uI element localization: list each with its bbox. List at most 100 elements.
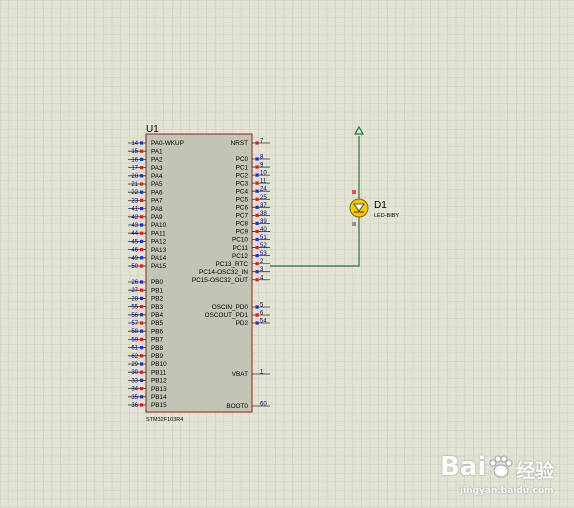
mcu-pin-marker <box>255 197 259 201</box>
mcu-pin-name: PA11 <box>151 230 166 237</box>
mcu-pin-name: OSCIN_PD0 <box>212 304 249 311</box>
mcu-pin-marker <box>140 231 144 235</box>
mcu-pin-marker <box>140 329 144 333</box>
mcu-pin-marker <box>255 313 259 317</box>
mcu-pin-number: 16 <box>131 157 138 163</box>
mcu-pin-number: 45 <box>131 239 138 245</box>
mcu-pin-marker <box>255 141 259 145</box>
led-reference-label: D1 <box>374 200 387 211</box>
mcu-pin-marker <box>140 337 144 341</box>
mcu-pin-number: 54 <box>260 319 267 325</box>
mcu-pin-name: PB15 <box>151 402 167 409</box>
mcu-pin-marker <box>255 165 259 169</box>
mcu-pin-marker <box>255 270 259 274</box>
mcu-pin-name: PB6 <box>151 328 164 335</box>
mcu-pin-marker <box>140 198 144 202</box>
mcu-pin-name: PB10 <box>151 361 167 368</box>
mcu-pin-marker <box>140 256 144 260</box>
mcu-pin-marker <box>255 305 259 309</box>
mcu-pin-marker <box>140 223 144 227</box>
mcu-pin-number: 36 <box>131 403 138 409</box>
mcu-pin-number: 38 <box>260 211 267 217</box>
mcu-pin-name: VBAT <box>232 371 248 378</box>
mcu-pin-name: PC8 <box>236 221 249 228</box>
mcu-pin-name: PA13 <box>151 247 167 254</box>
mcu-pin-marker <box>140 346 144 350</box>
mcu-pin-marker <box>140 403 144 407</box>
mcu-pin-marker <box>140 141 144 145</box>
mcu-body[interactable] <box>145 133 253 413</box>
mcu-pin-marker <box>255 189 259 193</box>
mcu-pin-marker <box>140 370 144 374</box>
mcu-pin-name: PA5 <box>151 181 163 188</box>
mcu-pin-name: PA10 <box>151 222 167 229</box>
mcu-pin-number: 28 <box>131 296 138 302</box>
mcu-pin-number: 34 <box>131 387 138 393</box>
mcu-pin-marker <box>140 149 144 153</box>
mcu-pin-number: 53 <box>260 251 267 257</box>
mcu-pin-marker <box>140 248 144 252</box>
mcu-pin-marker <box>255 181 259 185</box>
mcu-pin-marker <box>140 321 144 325</box>
mcu-pin-name: PA12 <box>151 239 167 246</box>
mcu-pin-marker <box>255 229 259 234</box>
mcu-pin-number: 1 <box>260 370 264 376</box>
wire-pc13-to-power[interactable] <box>270 136 360 267</box>
mcu-pin-name: BOOT0 <box>226 403 248 410</box>
mcu-pin-number: 40 <box>260 227 267 233</box>
mcu-pin-number: 44 <box>131 231 138 237</box>
mcu-pin-number: 62 <box>131 354 138 360</box>
mcu-pin-name: PC3 <box>236 180 249 187</box>
mcu-pin-number: 58 <box>131 329 138 335</box>
mcu-pin-name: PC13_RTC <box>215 261 248 268</box>
mcu-pin-number: 39 <box>260 219 267 225</box>
power-terminal-arrow-icon[interactable] <box>353 125 365 135</box>
mcu-pin-marker <box>255 237 259 242</box>
mcu-pin-name: PC6 <box>236 205 249 212</box>
mcu-pin-marker <box>140 207 144 211</box>
mcu-pin-name: PC1 <box>236 164 249 171</box>
mcu-pin-number: 14 <box>131 141 138 147</box>
mcu-pin-marker <box>255 173 259 177</box>
mcu-pin-number: 9 <box>260 163 264 169</box>
mcu-pin-number: 3 <box>260 267 264 273</box>
mcu-pin-name: PB13 <box>151 386 167 393</box>
led-part-label: LED-BIBY <box>374 213 399 219</box>
mcu-part-label: STM32F103R4 <box>146 417 183 423</box>
mcu-pin-name: PC10 <box>232 237 248 244</box>
mcu-pin-name: PB5 <box>151 320 164 327</box>
mcu-pin-number: 52 <box>260 243 267 249</box>
led-d1[interactable]: D1 LED-BIBY <box>349 190 399 226</box>
mcu-pin-marker <box>140 215 144 219</box>
mcu-pin-name: PA7 <box>151 198 163 205</box>
mcu-pin-name: PA14 <box>151 255 167 262</box>
mcu-pin-marker <box>140 280 144 284</box>
watermark-url: jingyan.baidu.com <box>460 486 554 496</box>
mcu-pin-name: PB14 <box>151 394 167 401</box>
mcu-pin-name: PC5 <box>236 196 249 203</box>
mcu-pin-number: 50 <box>131 264 138 270</box>
mcu-pin-marker <box>140 354 144 358</box>
led-cathode-pin-marker <box>352 222 356 226</box>
mcu-pin-number: 6 <box>260 311 264 317</box>
mcu-pin-number: 33 <box>131 378 138 384</box>
mcu-pin-number: 30 <box>131 370 138 376</box>
mcu-pin-number: 25 <box>260 195 267 201</box>
mcu-pin-number: 15 <box>131 149 138 155</box>
mcu-pin-marker <box>255 321 259 325</box>
mcu-pin-number: 17 <box>131 166 138 172</box>
mcu-pin-name: PA3 <box>151 165 163 172</box>
mcu-pin-number: 46 <box>131 248 138 254</box>
mcu-pin-number: 4 <box>260 275 264 281</box>
mcu-pin-marker <box>255 254 259 258</box>
mcu-pin-number: 2 <box>260 259 264 265</box>
mcu-pin-name: PA0-WKUP <box>151 140 184 147</box>
mcu-pin-number: 59 <box>131 337 138 343</box>
mcu-pin-name: PC0 <box>236 156 249 163</box>
mcu-pin-name: PB12 <box>151 378 167 385</box>
mcu-pin-name: PB3 <box>151 304 164 311</box>
mcu-pin-marker <box>140 395 144 399</box>
mcu-pin-number: 55 <box>131 305 138 311</box>
